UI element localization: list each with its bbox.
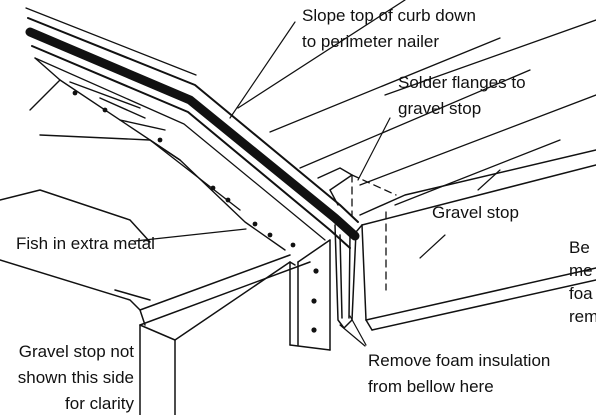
label-cut-off-line1: Be bbox=[569, 238, 590, 257]
label-slope-top-line2: to perimeter nailer bbox=[302, 32, 439, 51]
label-solder-line1: Solder flanges to bbox=[398, 73, 526, 92]
label-gravel-not-line2: shown this side bbox=[18, 368, 134, 387]
label-solder-line2: gravel stop bbox=[398, 99, 481, 118]
label-cut-off-line3: foa bbox=[569, 284, 593, 303]
solder-flange bbox=[317, 167, 353, 206]
label-remove-foam-line1: Remove foam insulation bbox=[368, 351, 550, 370]
nail-dots bbox=[72, 90, 319, 333]
leader-lines bbox=[134, 21, 501, 347]
gravel-stop-face-left bbox=[289, 239, 331, 351]
label-gravel-stop: Gravel stop bbox=[432, 203, 519, 222]
label-cut-off-line2: me bbox=[569, 261, 593, 280]
label-remove-foam-line2: from bellow here bbox=[368, 377, 494, 396]
gravel-stop-right-box bbox=[359, 149, 596, 331]
left-base-block bbox=[0, 189, 311, 416]
hidden-lines bbox=[351, 174, 397, 291]
center-bellows bbox=[334, 224, 363, 329]
label-gravel-not-line3: for clarity bbox=[65, 394, 134, 413]
curb-side-face bbox=[29, 57, 286, 251]
background-roof-lines bbox=[237, 0, 596, 206]
label-cut-off-line4: rem bbox=[569, 307, 596, 326]
label-gravel-not-line1: Gravel stop not bbox=[19, 342, 135, 361]
label-slope-top-line1: Slope top of curb down bbox=[302, 6, 476, 25]
label-fish-metal: Fish in extra metal bbox=[16, 234, 155, 253]
callout-labels: Slope top of curb down to perimeter nail… bbox=[16, 6, 596, 413]
